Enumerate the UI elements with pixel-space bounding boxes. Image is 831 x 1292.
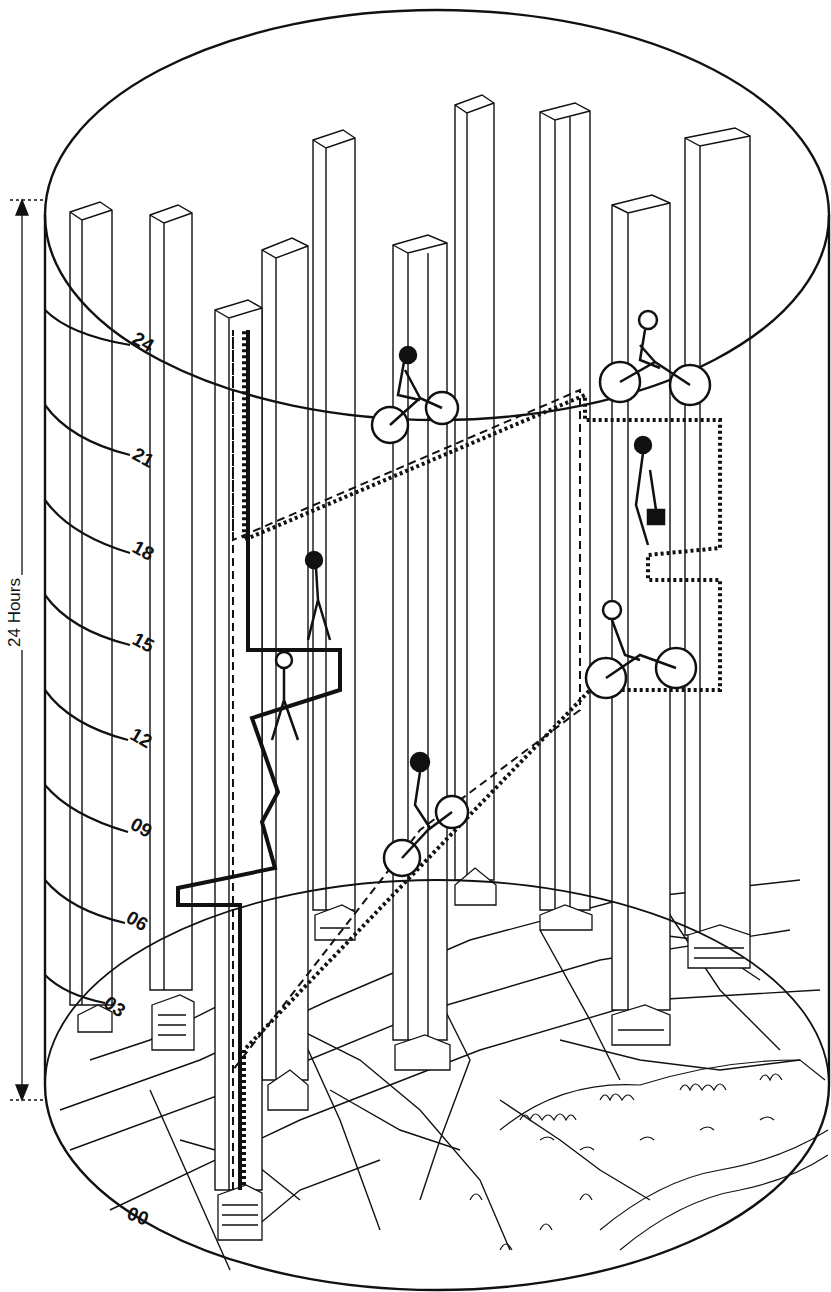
people-figures xyxy=(272,311,710,876)
people-figures xyxy=(606,655,676,678)
people-figures xyxy=(612,620,640,660)
hour-label: 06 xyxy=(123,907,151,934)
building-icons xyxy=(540,905,592,930)
solid-path xyxy=(178,330,340,1190)
dashed-path xyxy=(233,330,580,1190)
axis-bracket xyxy=(10,200,45,1100)
building-prisms xyxy=(540,103,590,910)
map-streets xyxy=(330,1090,460,1150)
people-figures xyxy=(276,652,292,668)
people-figures xyxy=(636,453,656,545)
axis-bracket xyxy=(16,200,28,1100)
building-icons xyxy=(395,1035,450,1070)
cylinder-outline xyxy=(45,1085,829,1290)
building-prisms xyxy=(313,130,355,910)
axis-bracket xyxy=(21,205,22,1095)
building-icons xyxy=(455,868,496,905)
building-icons xyxy=(268,1070,308,1110)
people-figures xyxy=(411,753,429,771)
building-prisms xyxy=(685,136,750,935)
building-prisms xyxy=(685,128,750,935)
building-prisms xyxy=(455,95,494,880)
map-streets xyxy=(560,1040,800,1070)
hills-and-river xyxy=(620,1155,828,1250)
map-streets xyxy=(540,930,620,1080)
hills-and-river xyxy=(540,1117,774,1150)
hills-and-river xyxy=(520,1074,782,1120)
building-prisms xyxy=(393,243,447,1040)
solid-path xyxy=(178,330,340,1190)
axis-label: 24 Hours xyxy=(5,575,22,650)
people-figures xyxy=(272,668,298,740)
cylinder-outline xyxy=(45,215,829,1085)
building-prisms xyxy=(150,213,192,990)
hour-rings xyxy=(45,975,105,1003)
dotted-path xyxy=(244,330,720,1185)
hour-rings xyxy=(45,880,125,923)
dashed-path xyxy=(233,330,580,1190)
hour-rings xyxy=(45,500,130,553)
hour-rings xyxy=(45,595,130,645)
building-prisms xyxy=(70,95,750,1190)
cylinder-outline xyxy=(45,10,829,420)
hour-rings xyxy=(45,310,130,1003)
hills-and-river xyxy=(500,1060,825,1130)
people-figures xyxy=(415,772,430,828)
people-figures xyxy=(306,552,322,568)
people-figures xyxy=(400,347,416,363)
hills-and-river xyxy=(600,1130,828,1230)
people-figures xyxy=(398,362,420,400)
building-icons xyxy=(612,1005,670,1045)
building-prisms xyxy=(612,195,670,1010)
axis-bracket xyxy=(10,200,45,1100)
hour-rings xyxy=(45,785,128,832)
hour-rings xyxy=(45,405,130,455)
building-prisms xyxy=(313,138,355,910)
hills-and-river xyxy=(470,1194,592,1250)
building-prisms xyxy=(455,103,494,880)
people-figures xyxy=(603,601,621,619)
building-prisms xyxy=(70,202,112,1005)
hills-and-river xyxy=(470,1060,828,1250)
people-figures xyxy=(402,812,452,858)
building-prisms xyxy=(540,111,590,910)
dotted-path xyxy=(244,330,720,1185)
building-prisms xyxy=(262,246,308,1080)
cylinder-outline xyxy=(45,880,829,1085)
building-prisms xyxy=(150,205,192,990)
people-figures xyxy=(635,437,651,453)
building-icons xyxy=(78,868,750,1240)
building-prisms xyxy=(262,238,308,1080)
people-figures xyxy=(640,330,660,368)
building-prisms xyxy=(393,235,447,1040)
building-icons xyxy=(152,995,194,1050)
hour-rings xyxy=(45,310,130,345)
building-icons xyxy=(218,1185,262,1240)
people-figures xyxy=(308,568,330,640)
people-figures xyxy=(639,311,657,329)
hour-rings xyxy=(45,690,128,740)
cylinder-outline xyxy=(45,10,829,1290)
people-figures xyxy=(390,370,442,425)
people-figures xyxy=(648,510,664,524)
map-streets xyxy=(500,1100,650,1200)
